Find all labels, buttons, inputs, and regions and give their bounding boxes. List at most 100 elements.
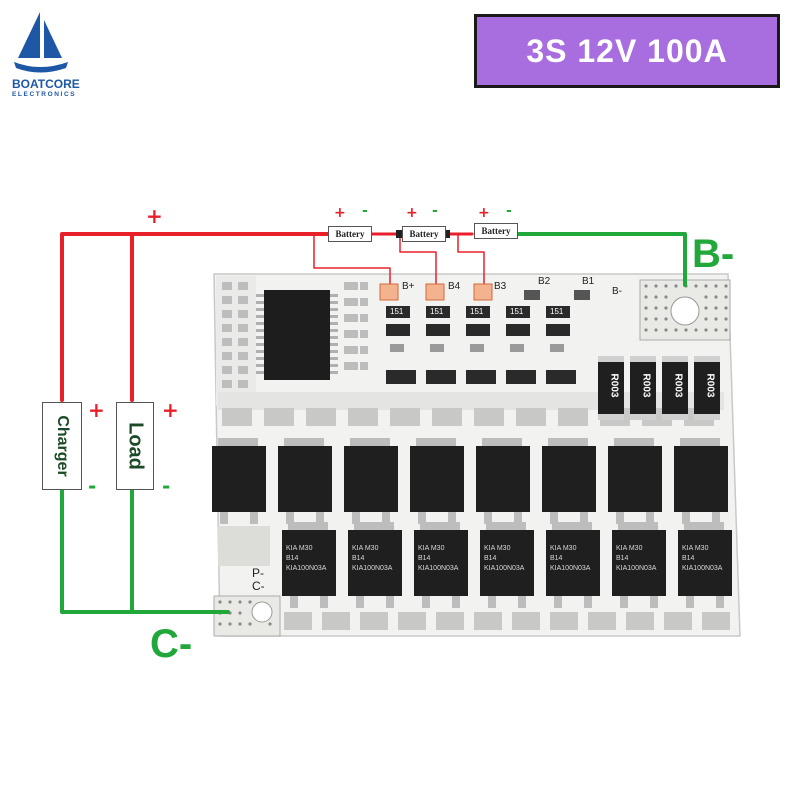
via-dot	[704, 306, 708, 310]
resistor-cap	[630, 356, 656, 362]
bms-ic-chip	[264, 290, 330, 380]
shunt-resistor	[630, 360, 656, 416]
solder-tab	[398, 612, 426, 630]
smd-pad	[238, 366, 248, 374]
smd-resistor	[386, 324, 410, 336]
smd-resistor	[426, 306, 450, 318]
mosfet-tab	[416, 438, 456, 446]
silk-b2: B2	[538, 276, 551, 287]
smd-pad	[222, 324, 232, 332]
pad-b3	[473, 283, 493, 301]
mosfet-tab	[680, 438, 720, 446]
ic-pin	[256, 294, 264, 297]
via-dot	[218, 600, 222, 604]
via-dot	[714, 284, 718, 288]
battery-1-plus: +	[334, 205, 346, 221]
smd-capacitor	[510, 344, 524, 352]
mosfet-leg	[682, 512, 690, 524]
via-dot	[664, 306, 668, 310]
c-minus-label: C-	[150, 622, 193, 666]
solder-tab	[516, 408, 546, 426]
smd-resistor	[466, 324, 490, 336]
battery-2-plus: +	[406, 205, 418, 221]
via-dot	[724, 295, 728, 299]
smd-pad	[222, 296, 232, 304]
mosfet-tab	[482, 438, 522, 446]
silk-b1: B1	[582, 276, 595, 287]
smd-pad	[344, 314, 358, 322]
via-dot	[238, 611, 242, 615]
mosfet	[410, 446, 464, 512]
battery-2-minus: -	[432, 203, 438, 219]
mosfet-tab	[684, 522, 724, 530]
mosfet-leg	[250, 512, 258, 524]
shunt-resistor-code: R003	[704, 373, 716, 398]
mosfet-leg	[650, 596, 658, 608]
mosfet-leg	[448, 512, 456, 524]
mosfet	[480, 530, 534, 596]
via-dot	[664, 284, 668, 288]
via-dot	[654, 295, 658, 299]
boatcore-logo-icon	[14, 12, 68, 73]
mosfet	[476, 446, 530, 512]
via-dot	[644, 328, 648, 332]
shunt-resistor-code: R003	[672, 373, 684, 398]
smd-pad	[238, 352, 248, 360]
smd-resistor	[426, 324, 450, 336]
mosfet-leg	[616, 512, 624, 524]
load-label: Load	[124, 422, 147, 470]
mosfet-leg	[382, 512, 390, 524]
shunt-resistor	[662, 360, 688, 416]
smd-capacitor	[390, 344, 404, 352]
transistor	[506, 370, 536, 384]
mosfet-leg	[620, 596, 628, 608]
smd-capacitor	[430, 344, 444, 352]
via-dot	[674, 328, 678, 332]
ic-pin	[330, 301, 338, 304]
b-minus-wire	[516, 232, 687, 287]
ic-pin	[330, 336, 338, 339]
mosfet-leg	[422, 596, 430, 608]
resistor-cap	[662, 356, 688, 362]
mosfet-tab	[218, 438, 258, 446]
ic-pin	[256, 322, 264, 325]
mosfet-tab	[618, 522, 658, 530]
mosfet	[674, 446, 728, 512]
mosfet-leg	[320, 596, 328, 608]
via-dot	[238, 600, 242, 604]
mosfet-leg	[356, 596, 364, 608]
mosfet-leg	[584, 596, 592, 608]
mosfet-tab	[354, 522, 394, 530]
mosfet-leg	[484, 512, 492, 524]
via-dot	[704, 295, 708, 299]
ic-pin	[256, 315, 264, 318]
smd-pad	[222, 338, 232, 346]
mosfet	[678, 530, 732, 596]
brand-name: BOATCORE	[12, 77, 80, 91]
mosfet	[612, 530, 666, 596]
transistor	[466, 370, 496, 384]
resistor-cap	[694, 356, 720, 362]
solder-tab	[474, 408, 504, 426]
mosfet-tab	[486, 522, 526, 530]
mosfet	[348, 530, 402, 596]
via-dot	[268, 622, 272, 626]
ic-pin	[256, 357, 264, 360]
via-dot	[724, 306, 728, 310]
mosfet-leg	[418, 512, 426, 524]
smd-pad	[344, 282, 358, 290]
smd-pad	[344, 362, 358, 370]
via-dot	[664, 317, 668, 321]
ic-pin	[256, 364, 264, 367]
solder-tab	[512, 612, 540, 630]
solder-tab	[436, 612, 464, 630]
smd-resistor	[546, 306, 570, 318]
silk-b-plus: B+	[402, 281, 415, 292]
resistor-cap	[694, 414, 720, 420]
mosfet	[212, 446, 266, 512]
smd-pad	[360, 362, 368, 370]
solder-tab	[432, 408, 462, 426]
